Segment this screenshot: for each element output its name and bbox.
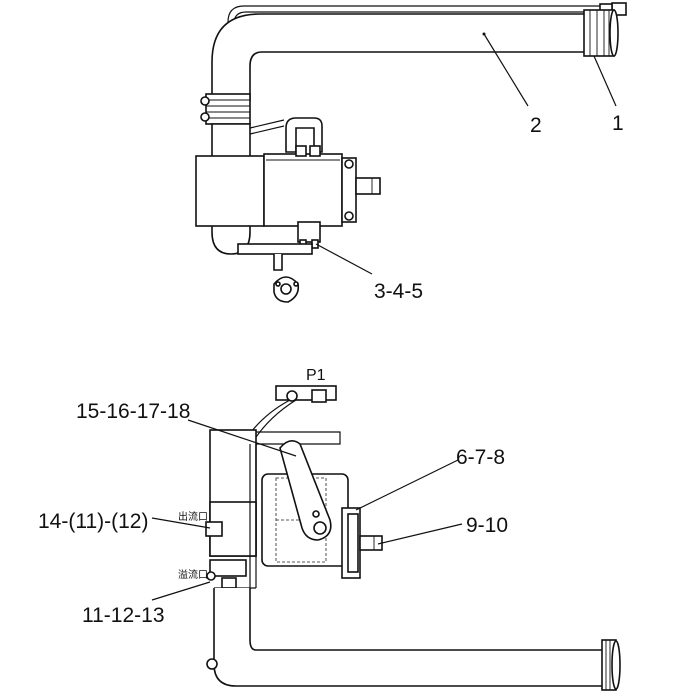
label-outlet: 出流口 (178, 510, 208, 523)
label-15-16-17-18: 15-16-17-18 (76, 400, 190, 423)
label-overflow: 溢流口 (178, 568, 208, 581)
label-9-10: 9-10 (466, 514, 508, 537)
hose-clamp (205, 93, 251, 125)
top-assembly (195, 2, 627, 303)
label-6-7-8: 6-7-8 (456, 446, 505, 469)
bottom-assembly (151, 385, 621, 691)
label-p1: P1 (306, 367, 326, 384)
pump-body-right (263, 153, 343, 227)
label-11-12-13: 11-12-13 (82, 604, 165, 627)
label-1: 1 (612, 112, 624, 135)
pump-body-left (195, 155, 265, 227)
label-3-4-5: 3-4-5 (374, 280, 423, 303)
label-14-11-12: 14-(11)-(12) (38, 510, 148, 533)
p1-fitting (275, 385, 337, 401)
label-2: 2 (530, 114, 542, 137)
